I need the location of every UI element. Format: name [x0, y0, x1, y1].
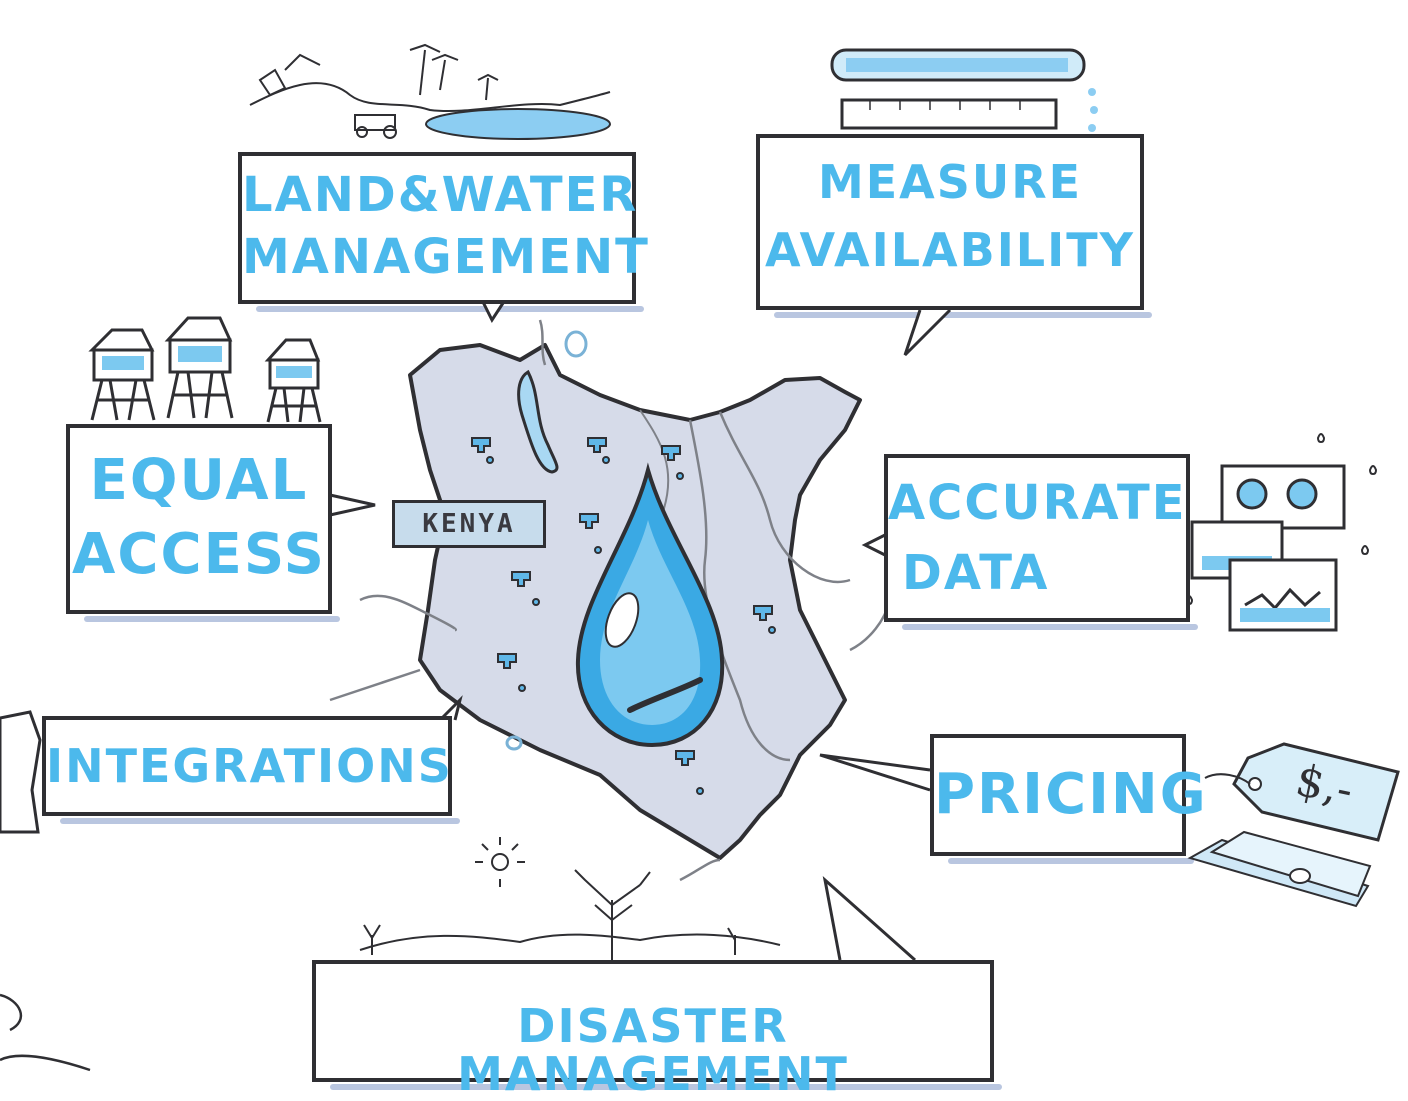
border-line-left — [359, 594, 458, 632]
land-water-box: LAND&WATER MANAGEMENT — [238, 152, 650, 312]
pond — [425, 108, 611, 140]
disaster-label: DISASTER MANAGEMENT — [457, 999, 849, 1101]
banknotes — [1187, 830, 1372, 908]
measure-label-2: AVAILABILITY — [765, 223, 1135, 277]
neighbor-country — [0, 710, 42, 834]
small-drop-icon-2 — [505, 735, 523, 751]
price-tag — [1232, 742, 1400, 842]
data-label: DATA — [902, 545, 1050, 601]
pointer-pricing — [819, 753, 931, 792]
equal-label: EQUAL — [89, 448, 309, 513]
disaster-scene — [359, 837, 781, 960]
integrations-box: INTEGRATIONS — [42, 716, 460, 824]
land-water-scene — [249, 43, 611, 139]
border-line-bottom — [329, 668, 421, 702]
border-line-north — [538, 319, 547, 366]
access-label: ACCESS — [72, 522, 326, 587]
border-line-south — [679, 858, 721, 882]
pointer-land — [480, 299, 507, 324]
pointer-equal — [329, 493, 376, 517]
pointer-integrations — [438, 695, 463, 722]
pricing-box: PRICING — [930, 734, 1208, 864]
river-2 — [718, 411, 851, 584]
measure-box: MEASURE AVAILABILITY — [756, 134, 1152, 318]
accurate-label: ACCURATE — [888, 475, 1187, 531]
equal-access-box: EQUAL ACCESS — [66, 424, 340, 622]
integrations-label: INTEGRATIONS — [46, 739, 453, 793]
disaster-box: DISASTER MANAGEMENT — [312, 960, 1002, 1098]
pointer-disaster — [822, 875, 916, 962]
pricing-label: PRICING — [934, 762, 1208, 827]
water-towers — [88, 316, 322, 423]
kenya-label: KENYA — [392, 500, 546, 548]
land-water-label: LAND&WATER — [242, 167, 639, 223]
land-water-label-2: MANAGEMENT — [242, 229, 650, 285]
pointer-measure — [903, 308, 952, 357]
pointer-accurate — [861, 533, 886, 557]
wave-line — [0, 993, 91, 1072]
lake-turkana — [517, 369, 559, 474]
ruler — [840, 98, 1058, 130]
measure-label: MEASURE — [817, 155, 1083, 209]
river-3 — [639, 409, 670, 521]
tap-icons — [471, 437, 776, 795]
accurate-data-box: ACCURATE DATA — [884, 454, 1198, 630]
data-dashboard — [1190, 464, 1346, 632]
small-drop-icon — [564, 330, 588, 358]
